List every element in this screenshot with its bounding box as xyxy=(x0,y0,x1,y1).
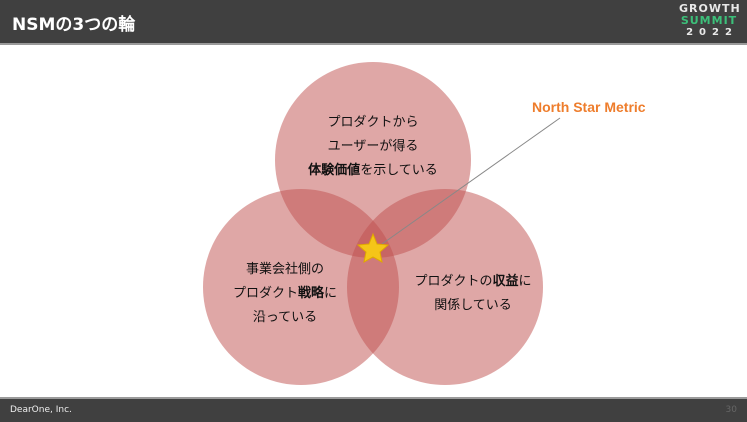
venn-circle-revenue xyxy=(347,189,543,385)
page-number: 30 xyxy=(725,405,737,415)
circle-text-experience: プロダクトから ユーザーが得る 体験価値を示している xyxy=(308,115,438,178)
venn-circle-strategy xyxy=(203,189,399,385)
star-icon xyxy=(356,232,390,263)
slide-header: NSMの3つの輪 GROWTH SUMMIT 2022 xyxy=(0,0,747,45)
growth-summit-logo: GROWTH SUMMIT 2022 xyxy=(679,2,741,39)
circle-text-strategy: 事業会社側の プロダクト戦略に 沿っている xyxy=(232,262,338,325)
company-name: DearOne, Inc. xyxy=(10,405,72,415)
callout-line xyxy=(381,117,561,245)
north-star-metric-label: North Star Metric xyxy=(532,99,646,115)
slide-footer: DearOne, Inc. 30 xyxy=(0,397,747,422)
circle-text-revenue: プロダクトの収益に 関係している xyxy=(414,274,532,313)
slide-title: NSMの3つの輪 xyxy=(12,15,136,35)
